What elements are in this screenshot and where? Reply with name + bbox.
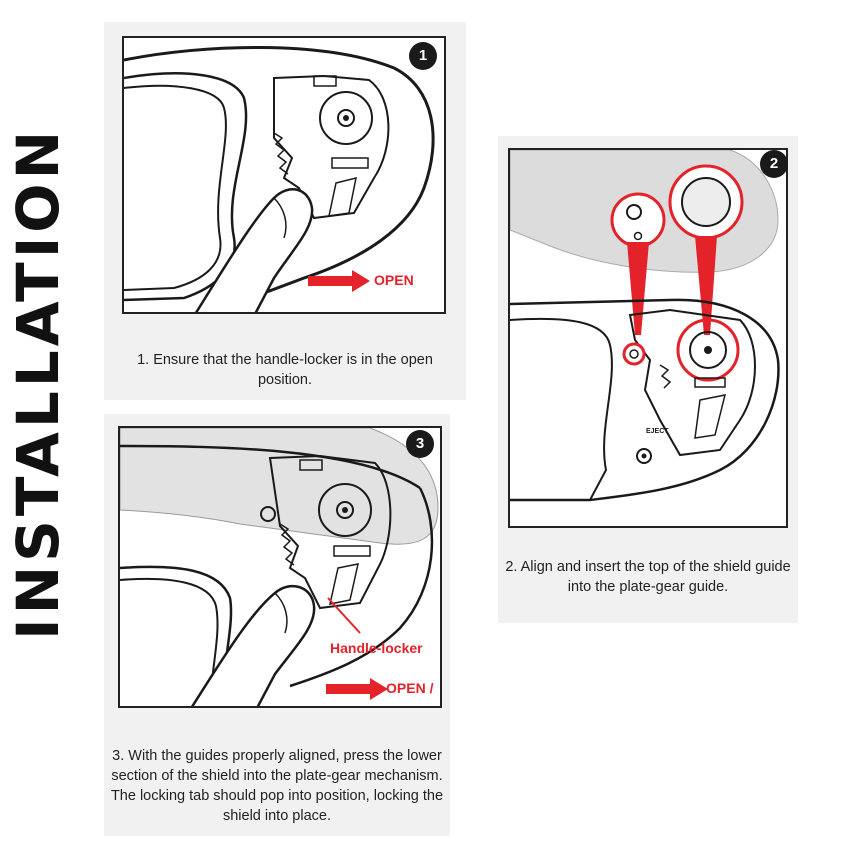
- page-title: INSTALLATION: [4, 126, 72, 640]
- open-label: OPEN /: [386, 680, 434, 696]
- page-title-container: INSTALLATION: [4, 127, 72, 700]
- step-1-caption: 1. Ensure that the handle-locker is in t…: [137, 352, 433, 388]
- open-arrow-icon: [308, 270, 370, 292]
- step-2-number-badge: 2: [760, 150, 788, 178]
- step-2-diagram: [510, 150, 780, 502]
- step-1-diagram: [124, 45, 435, 312]
- step-1-number-badge: 1: [409, 42, 437, 70]
- step-2-caption: 2. Align and insert the top of the shiel…: [505, 559, 791, 595]
- eject-label: EJECT: [646, 428, 669, 435]
- step-3-card: Handle-locker OPEN / 3 3. With the guide…: [104, 414, 450, 836]
- step-3-illustration: Handle-locker OPEN /: [118, 426, 442, 708]
- open-arrow-icon: [326, 678, 388, 700]
- handle-locker-label: Handle-locker: [330, 640, 423, 656]
- step-2-card: EJECT 2 2. Align and insert the top of t…: [498, 136, 798, 623]
- step-1-illustration: OPEN: [122, 36, 446, 314]
- step-1-card: OPEN 1 1. Ensure that the handle-locker …: [104, 22, 466, 400]
- step-2-illustration: EJECT: [508, 148, 788, 528]
- step-3-diagram: [120, 428, 439, 706]
- step-3-number-badge: 3: [406, 430, 434, 458]
- step-3-caption: 3. With the guides properly aligned, pre…: [110, 748, 444, 824]
- open-label: OPEN: [374, 272, 414, 288]
